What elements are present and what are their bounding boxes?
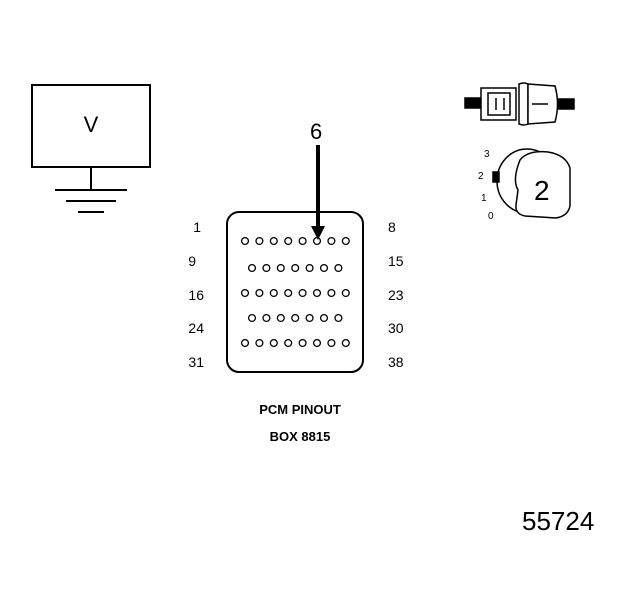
pin-label-left: 24 [188, 320, 204, 336]
pcm-pin [341, 288, 350, 298]
pcm-pin [319, 263, 329, 273]
pcm-pin [276, 263, 285, 273]
ignition-switch-icon [492, 148, 571, 219]
pcm-pin [305, 263, 314, 273]
pcm-pin [312, 288, 322, 298]
figure-number: 55724 [522, 506, 595, 536]
pcm-pin [298, 338, 307, 348]
probe-arrow [311, 145, 325, 240]
pin-label-left: 31 [188, 354, 204, 370]
pcm-connector-body [226, 211, 364, 373]
pcm-pin [312, 338, 322, 348]
pcm-pin [284, 338, 293, 348]
pcm-pin [319, 313, 329, 323]
pcm-pin [341, 236, 350, 246]
pinout-caption-box: BOX 8815 [269, 429, 331, 444]
pin-label-right: 30 [388, 320, 404, 336]
pcm-pin [284, 288, 293, 298]
pcm-pin [298, 236, 307, 246]
pcm-pin [298, 288, 307, 298]
pcm-pin [327, 236, 336, 246]
pcm-pin [240, 236, 250, 246]
pcm-pin [312, 236, 322, 246]
pcm-pin [276, 313, 285, 323]
pcm-pin [269, 236, 278, 246]
pcm-pin [305, 313, 314, 323]
pcm-pin [291, 313, 300, 323]
pcm-pin [255, 288, 264, 298]
switch-position-mark: 2 [478, 171, 484, 182]
pcm-pin [240, 338, 250, 348]
connector-icon [464, 82, 575, 126]
switch-position-mark: 1 [481, 193, 487, 204]
pin-label-right: 23 [388, 287, 404, 303]
pcm-pin [269, 288, 278, 298]
pcm-pin [334, 313, 343, 323]
pin-label-left: 16 [188, 287, 204, 303]
pcm-pin [255, 236, 264, 246]
pin-label-right: 8 [388, 219, 396, 235]
pcm-pin [269, 338, 278, 348]
pcm-pin [262, 263, 271, 273]
pin-label-left: 9 [188, 253, 196, 269]
switch-position-label: 2 [534, 175, 550, 206]
pcm-pin [291, 263, 300, 273]
pcm-pin [341, 338, 350, 348]
pcm-pin [255, 338, 264, 348]
switch-position-mark: 0 [488, 211, 494, 222]
pcm-pin [240, 288, 250, 298]
pcm-pin-grid [240, 236, 350, 348]
pcm-pin [262, 313, 271, 323]
pcm-pin [327, 338, 336, 348]
pin-label-right: 15 [388, 253, 404, 269]
pcm-pin [327, 288, 336, 298]
pcm-pin [247, 263, 257, 273]
voltmeter-label: V [83, 112, 99, 137]
pcm-pin [247, 313, 257, 323]
switch-position-mark: 3 [484, 149, 490, 160]
pin-label-left: 1 [193, 219, 201, 235]
pcm-pin [334, 263, 343, 273]
ground-symbol [55, 168, 127, 213]
pcm-pin [284, 236, 293, 246]
pin-label-right: 38 [388, 354, 404, 370]
voltmeter-box [31, 84, 151, 168]
pinout-caption: PCM PINOUT [259, 402, 341, 417]
probe-pin-label: 6 [310, 119, 323, 144]
